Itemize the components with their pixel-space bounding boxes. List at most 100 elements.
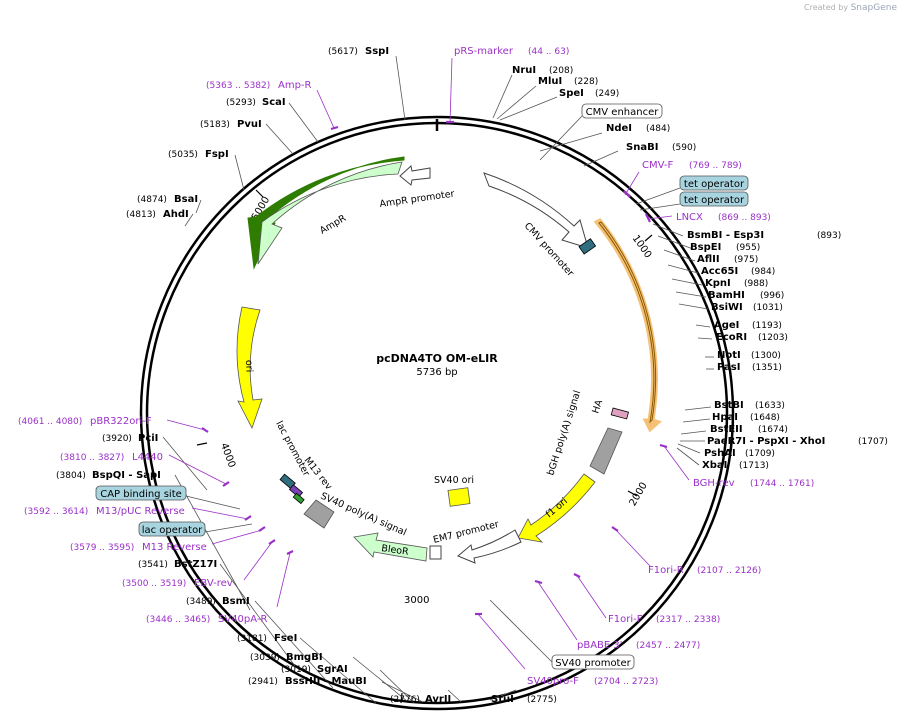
- tick-mark-1000: [644, 234, 653, 242]
- enzyme-pos-kpni: (988): [744, 279, 768, 289]
- tick-label-2000: 2000: [628, 481, 650, 509]
- enzyme-scai[interactable]: ScaI: [262, 97, 286, 108]
- primer-ebv-rev[interactable]: EBV-rev: [194, 578, 233, 589]
- enzyme-pos-aflii: (975): [734, 255, 758, 265]
- insert-arc-feature[interactable]: [593, 218, 662, 433]
- enzyme-labels: (5617) SspI NruI (208) MluI (228) SpeI (…: [56, 46, 888, 705]
- tet-operator-box-1[interactable]: [679, 175, 749, 191]
- enzyme-avrii[interactable]: AvrII: [425, 694, 451, 705]
- enzyme-ndei[interactable]: NdeI: [606, 123, 632, 134]
- primer-m13-puc-reverse[interactable]: M13/pUC Reverse: [96, 506, 185, 517]
- primer-sv40pa-r[interactable]: SV40pA-R: [218, 614, 267, 625]
- primer-pbabe-3[interactable]: pBABE 3': [577, 640, 623, 651]
- primer-pos-pbabe-3: (2457 .. 2477): [636, 641, 700, 651]
- enzyme-fsei[interactable]: FseI: [274, 633, 297, 644]
- enzyme-bstz17i[interactable]: BstZ17I: [174, 559, 217, 570]
- enzyme-ahdi[interactable]: AhdI: [163, 209, 189, 220]
- ampr-feature[interactable]: [247, 156, 405, 270]
- enzyme-pcii[interactable]: PciI: [138, 433, 158, 444]
- primer-lncx[interactable]: LNCX: [676, 212, 703, 223]
- cap-binding-site-box[interactable]: [95, 485, 187, 501]
- primer-l4440[interactable]: L4440: [132, 452, 163, 463]
- enzyme-bsai[interactable]: BsaI: [174, 194, 198, 205]
- enzyme-pos-fspi: (5035): [168, 150, 198, 160]
- enzyme-aflii[interactable]: AflII: [697, 254, 720, 265]
- enzyme-agei[interactable]: AgeI: [714, 320, 739, 331]
- enzyme-sgrai[interactable]: SgrAI: [317, 664, 348, 675]
- enzyme-acc65i[interactable]: Acc65I: [701, 266, 738, 277]
- primer-f1ori-r[interactable]: F1ori-R: [648, 565, 684, 576]
- enzyme-bsshii-maubi[interactable]: BssHII - MauBI: [285, 676, 367, 687]
- primer-m13-reverse[interactable]: M13 Reverse: [142, 542, 207, 553]
- backbone-outer-ring: [139, 115, 735, 711]
- enzyme-bamhi[interactable]: BamHI: [708, 290, 745, 301]
- ampr-promoter-label: AmpR promoter: [379, 189, 455, 210]
- enzyme-hpai[interactable]: HpaI: [712, 412, 738, 423]
- enzyme-pos-scai: (5293): [226, 98, 256, 108]
- cap-site-block[interactable]: [292, 492, 305, 505]
- enzyme-bsiwi[interactable]: BsiWI: [711, 302, 743, 313]
- enzyme-bsteii[interactable]: BstEII: [710, 424, 743, 435]
- enzyme-kpni[interactable]: KpnI: [705, 278, 731, 289]
- sv40-ori-block[interactable]: [447, 487, 471, 507]
- enzyme-pshai[interactable]: PshAI: [704, 448, 736, 459]
- primer-marks: [201, 120, 668, 616]
- enzyme-spei[interactable]: SpeI: [559, 88, 584, 99]
- enzyme-brui[interactable]: NruI: [512, 65, 536, 76]
- bleor-feature[interactable]: [353, 532, 428, 562]
- enzyme-pasi[interactable]: PasI: [717, 362, 740, 373]
- enzyme-paer7i-pspxi-xhoi[interactable]: PaeR7I - PspXI - XhoI: [707, 436, 825, 447]
- primer-prs-marker[interactable]: pRS-marker: [454, 46, 514, 57]
- enzyme-xbai[interactable]: XbaI: [702, 460, 727, 471]
- primer-bgh-rev[interactable]: BGH-rev: [693, 478, 735, 489]
- tet-operator-box-2[interactable]: [679, 191, 749, 207]
- lac-operator-box[interactable]: [138, 521, 206, 537]
- enzyme-leaders: [162, 55, 714, 704]
- enzyme-bstbi[interactable]: BstBI: [714, 400, 744, 411]
- enzyme-bsmi[interactable]: BsmI: [222, 596, 250, 607]
- sv40-polya-block[interactable]: [303, 499, 335, 529]
- sv40-promoter-box[interactable]: [551, 654, 635, 670]
- primer-pos-bgh-rev: (1744 .. 1761): [750, 479, 814, 489]
- enzyme-pos-pshai: (1709): [745, 449, 775, 459]
- enzyme-noti[interactable]: NotI: [717, 350, 741, 361]
- ori-feature[interactable]: [236, 306, 263, 430]
- primer-pos-sv40pro-f: (2704 .. 2723): [594, 677, 658, 687]
- tick-mark-4000: [196, 442, 208, 446]
- ampr-label: AmpR: [318, 213, 348, 237]
- f1-ori-feature[interactable]: [517, 473, 596, 543]
- enzyme-mlui[interactable]: MluI: [538, 76, 562, 87]
- primer-pos-lncx: (869 .. 893): [718, 213, 771, 223]
- ori-label: ori: [243, 360, 254, 373]
- ampr-promoter-feature[interactable]: [399, 165, 431, 186]
- enzyme-pos-bstz17i: (3541): [138, 560, 168, 570]
- tick-label-4000: 4000: [218, 442, 237, 470]
- tet-operator-block[interactable]: [578, 238, 597, 255]
- enzyme-pvui[interactable]: PvuI: [237, 119, 262, 130]
- cmv-enhancer-box[interactable]: [581, 103, 663, 119]
- enzyme-snabi[interactable]: SnaBI: [626, 142, 658, 153]
- primer-sv40pro-f[interactable]: SV40pro-F: [527, 676, 579, 687]
- enzyme-bspei[interactable]: BspEI: [690, 242, 721, 253]
- em7-small-block[interactable]: [429, 545, 442, 560]
- primer-f1ori-f[interactable]: F1ori-F: [608, 614, 643, 625]
- primer-amp-r[interactable]: Amp-R: [278, 80, 312, 91]
- enzyme-pos-avrii: (2776): [390, 695, 420, 705]
- tick-label-3000: 3000: [404, 595, 429, 606]
- bgh-polya-block[interactable]: [589, 427, 623, 475]
- primer-pos-m13-reverse: (3579 .. 3595): [70, 543, 134, 553]
- cmv-promoter-feature[interactable]: [483, 172, 589, 249]
- enzyme-ecori[interactable]: EcoRI: [716, 332, 747, 343]
- enzyme-pos-ndei: (484): [646, 124, 670, 134]
- enzyme-bsmbi-esp3i[interactable]: BsmBI - Esp3I: [687, 230, 764, 241]
- enzyme-stui[interactable]: StuI: [491, 694, 514, 705]
- em7-promoter-feature[interactable]: [457, 529, 522, 564]
- primer-pbr322ori-f[interactable]: pBR322ori-F: [90, 416, 152, 427]
- ha-tag-block[interactable]: [610, 407, 629, 420]
- m13-rev-block[interactable]: [288, 484, 304, 498]
- enzyme-sspi[interactable]: SspI: [365, 46, 389, 57]
- primer-cmv-f[interactable]: CMV-F: [642, 160, 673, 171]
- enzyme-fspi[interactable]: FspI: [205, 149, 229, 160]
- enzyme-bspqi-sapi[interactable]: BspQI - SapI: [92, 470, 161, 481]
- enzyme-bmgbi[interactable]: BmgBI: [286, 652, 323, 663]
